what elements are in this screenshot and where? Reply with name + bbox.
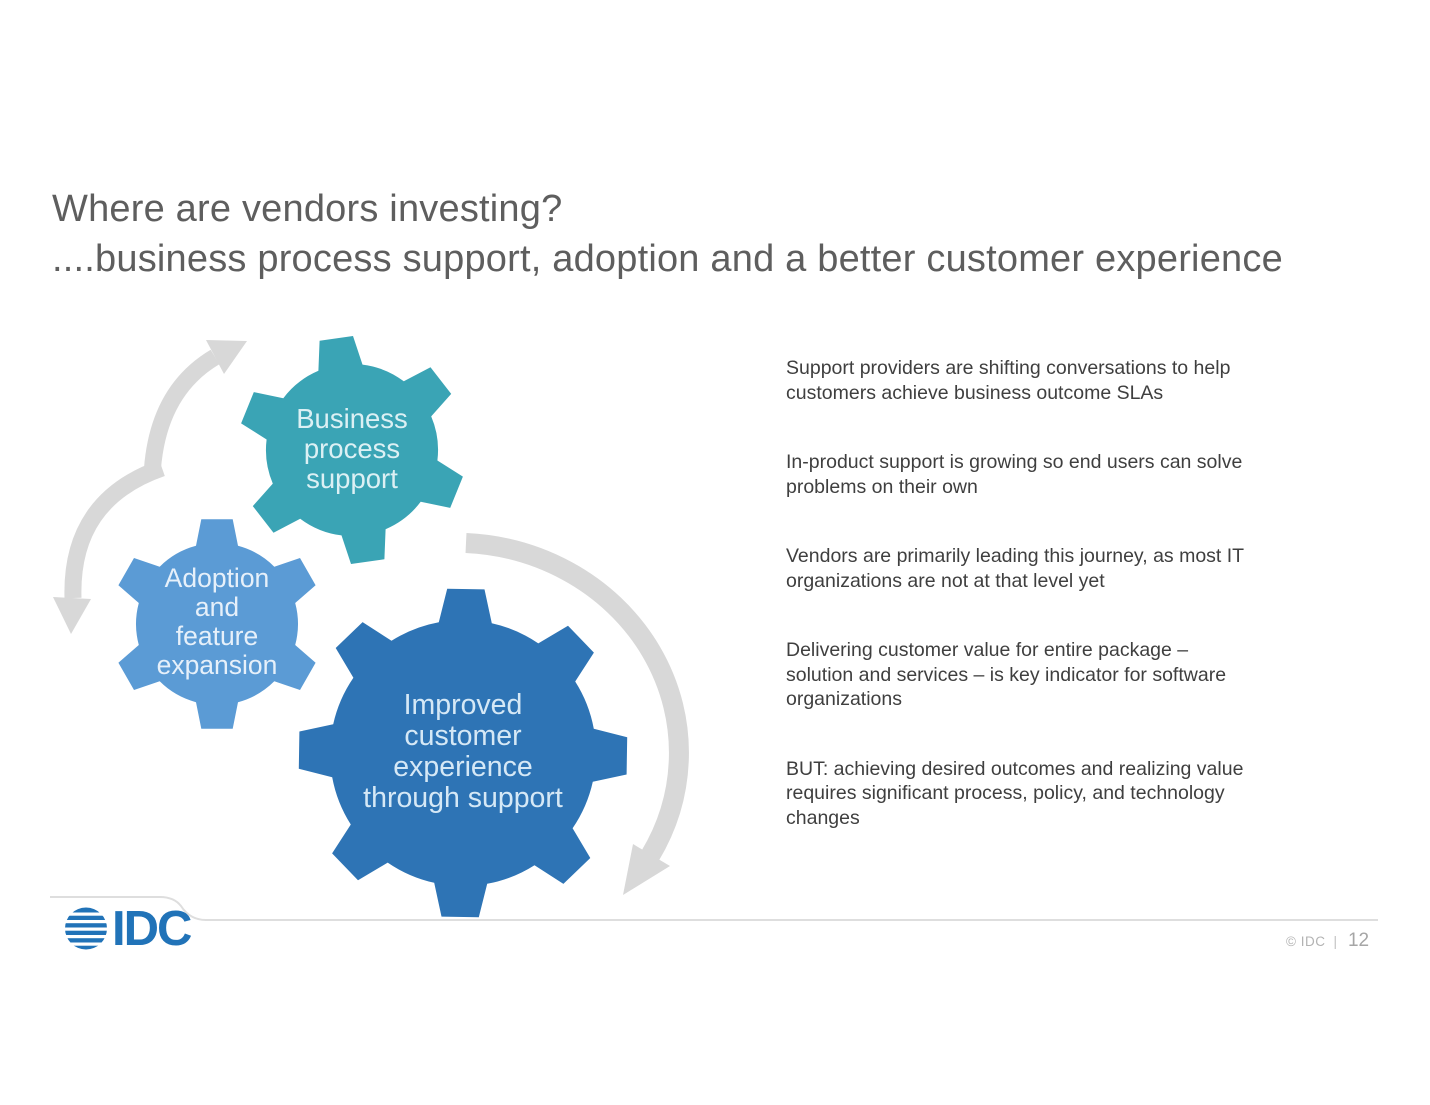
footer-copyright: © IDC xyxy=(1286,934,1326,949)
gear-label-adoption-feature-expansion: Adoption and feature expansion xyxy=(156,563,278,680)
gear-label-improved-customer-experience: Improved customer experience through sup… xyxy=(363,689,563,814)
bullet-support-providers: Support providers are shifting conversat… xyxy=(786,357,1231,404)
circular-arrow-right-icon xyxy=(465,533,689,862)
idc-logo-text: IDC xyxy=(112,902,192,956)
bullet-list: Support providers are shifting conversat… xyxy=(786,356,1406,875)
title-block: Where are vendors investing? ....busines… xyxy=(52,184,1283,284)
footer-separator: | xyxy=(1333,934,1337,949)
slide-subtitle: ....business process support, adoption a… xyxy=(52,238,1283,280)
circular-arrow-up-icon xyxy=(143,349,220,477)
bullet-but-changes: BUT: achieving desired outcomes and real… xyxy=(786,757,1244,829)
gear-adoption-feature-expansion xyxy=(118,519,316,729)
bullet-vendors-leading: Vendors are primarily leading this journ… xyxy=(786,545,1245,592)
gear-label-business-process-support: Business process support xyxy=(296,403,408,494)
slide-title: Where are vendors investing? xyxy=(52,188,563,230)
footer-divider xyxy=(50,896,1378,921)
bullet-customer-value: Delivering customer value for entire pac… xyxy=(786,639,1227,710)
page-number: 12 xyxy=(1347,930,1370,951)
circular-arrow-up-head-icon xyxy=(206,340,247,374)
circular-arrow-left-head-icon xyxy=(53,597,91,634)
idc-logo: IDC xyxy=(60,902,194,956)
gear-business-process-support xyxy=(241,336,463,564)
circular-arrow-right-head-icon xyxy=(623,844,670,895)
circular-arrow-left-icon xyxy=(64,459,165,599)
footer-meta: © IDC | 12 xyxy=(1286,930,1369,952)
idc-globe-icon xyxy=(60,907,112,950)
bullet-in-product-support: In-product support is growing so end use… xyxy=(786,451,1243,498)
gear-improved-customer-experience xyxy=(298,588,628,918)
